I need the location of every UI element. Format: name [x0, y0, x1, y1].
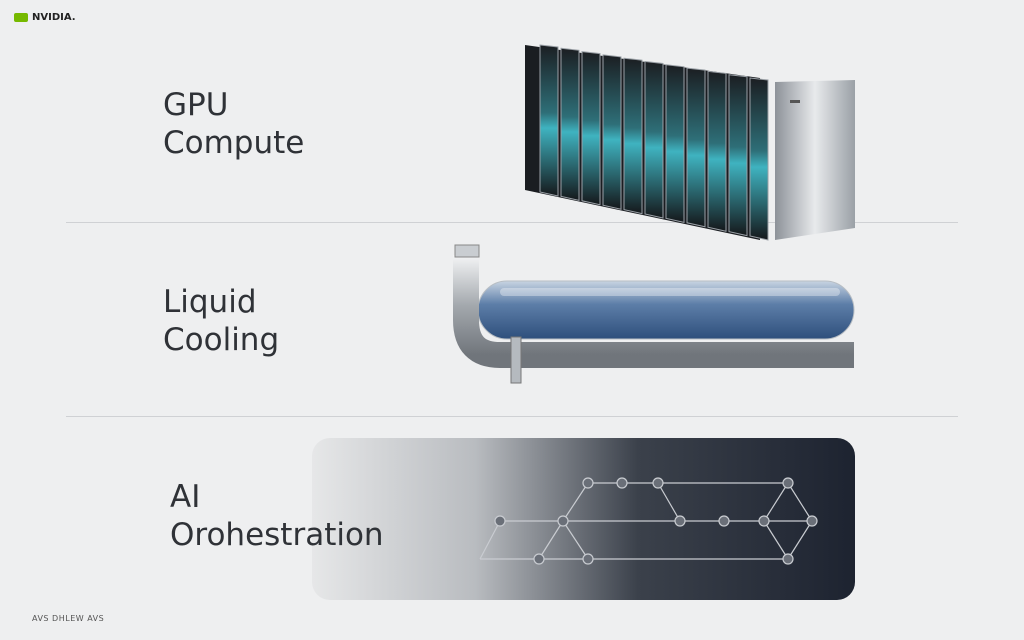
server-blade [539, 44, 559, 197]
title-line: AI [170, 479, 201, 515]
network-node [674, 515, 686, 527]
network-node [806, 515, 818, 527]
network-edge [787, 482, 813, 522]
network-node [616, 477, 628, 489]
server-blade [644, 60, 664, 219]
network-edge [763, 520, 789, 560]
title-line: Compute [163, 125, 305, 161]
network-edge [562, 482, 589, 522]
network-edge [538, 520, 564, 560]
server-blade [623, 57, 643, 215]
brand-name: NVIDIA. [32, 12, 76, 23]
server-blade [707, 70, 727, 232]
nvidia-eye-icon [14, 13, 28, 22]
network-edge [562, 520, 589, 560]
network-node [782, 553, 794, 565]
server-blade [581, 51, 601, 206]
network-node [557, 515, 569, 527]
network-edge [787, 520, 813, 560]
server-blade [749, 77, 769, 241]
network-edge [763, 482, 789, 522]
coolant-pipe-illustration [453, 244, 855, 384]
network-node [582, 477, 594, 489]
network-edge [657, 482, 681, 522]
server-blade [686, 67, 706, 228]
title-line: Liquid [163, 284, 257, 320]
server-blade [665, 64, 685, 224]
title-line: Cooling [163, 322, 280, 358]
ai-orchestration-panel [312, 438, 855, 600]
network-node [758, 515, 770, 527]
network-node [782, 477, 794, 489]
server-rack-illustration [525, 44, 855, 241]
server-blade [728, 74, 748, 237]
section-title-liquid-cooling: Liquid Cooling [163, 283, 279, 359]
server-blade [560, 47, 580, 202]
server-blade [602, 54, 622, 210]
network-node [582, 553, 594, 565]
network-edge [479, 520, 501, 560]
title-line: Orohestration [170, 517, 384, 553]
section-title-gpu-compute: GPU Compute [163, 86, 304, 162]
section-title-ai-orchestration: AI Orohestration [170, 478, 384, 554]
nvidia-logo: NVIDIA. [14, 12, 76, 23]
footer-text: AVS DHLEW AVS [32, 614, 105, 623]
network-node [652, 477, 664, 489]
title-line: GPU [163, 87, 229, 123]
network-node [718, 515, 730, 527]
divider [66, 222, 958, 223]
network-node [494, 515, 506, 527]
network-node [533, 553, 545, 565]
divider [66, 416, 958, 417]
